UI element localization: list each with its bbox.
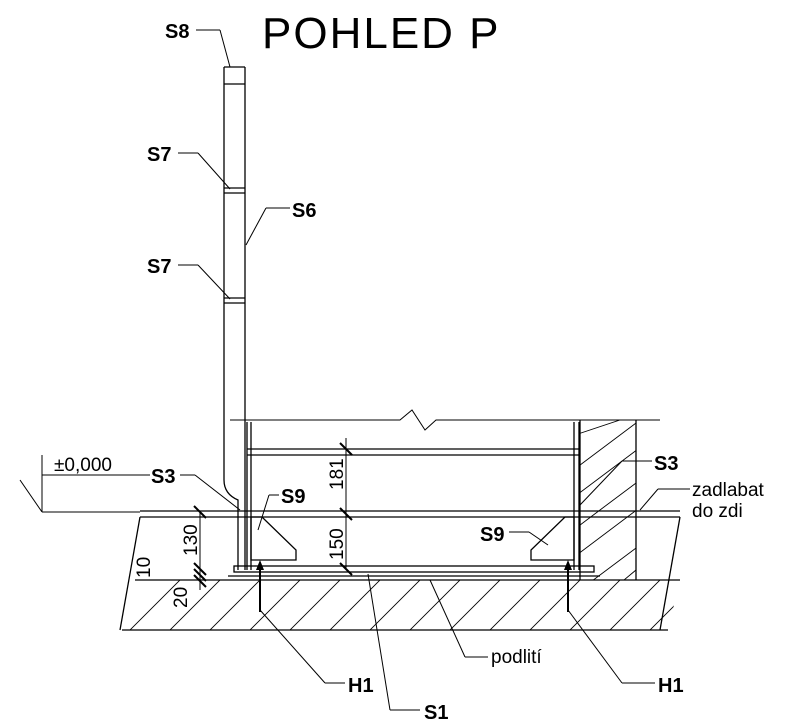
base-plate-s1 bbox=[228, 565, 600, 577]
label-s3-right: S3 bbox=[654, 453, 678, 475]
dimension-lines bbox=[193, 438, 353, 590]
label-s9-right: S9 bbox=[480, 524, 504, 546]
frame bbox=[140, 422, 680, 570]
label-s8: S8 bbox=[165, 21, 189, 43]
dim-130: 130 bbox=[181, 524, 202, 556]
break-line bbox=[230, 409, 660, 431]
anchor-h1-right bbox=[564, 560, 572, 612]
leader-lines bbox=[178, 29, 690, 711]
label-h1-right: H1 bbox=[658, 675, 684, 697]
view-title: POHLED P bbox=[262, 9, 501, 58]
gusset-s9-right bbox=[530, 516, 575, 561]
post-s6 bbox=[223, 66, 246, 570]
note-zadlabat: zadlabat bbox=[692, 480, 765, 501]
anchor-h1-left bbox=[256, 560, 264, 612]
label-s3-left: S3 bbox=[151, 466, 175, 488]
label-s7-upper: S7 bbox=[147, 144, 171, 166]
note-podliti: podlití bbox=[491, 647, 542, 668]
level-mark: ±0,000 bbox=[19, 455, 150, 513]
level-mark-text: ±0,000 bbox=[54, 455, 112, 476]
label-s6: S6 bbox=[292, 200, 316, 222]
label-s9-left: S9 bbox=[281, 486, 305, 508]
label-h1-left: H1 bbox=[348, 675, 374, 697]
label-s1: S1 bbox=[424, 702, 448, 724]
note-do-zdi: do zdi bbox=[692, 501, 743, 522]
dim-181: 181 bbox=[327, 458, 348, 490]
dim-10: 10 bbox=[134, 557, 155, 578]
wall bbox=[579, 420, 637, 580]
gusset-s9-left bbox=[250, 516, 297, 561]
dim-20: 20 bbox=[171, 587, 192, 608]
ground bbox=[119, 516, 681, 631]
dim-150: 150 bbox=[327, 528, 348, 560]
label-s7-lower: S7 bbox=[147, 256, 171, 278]
